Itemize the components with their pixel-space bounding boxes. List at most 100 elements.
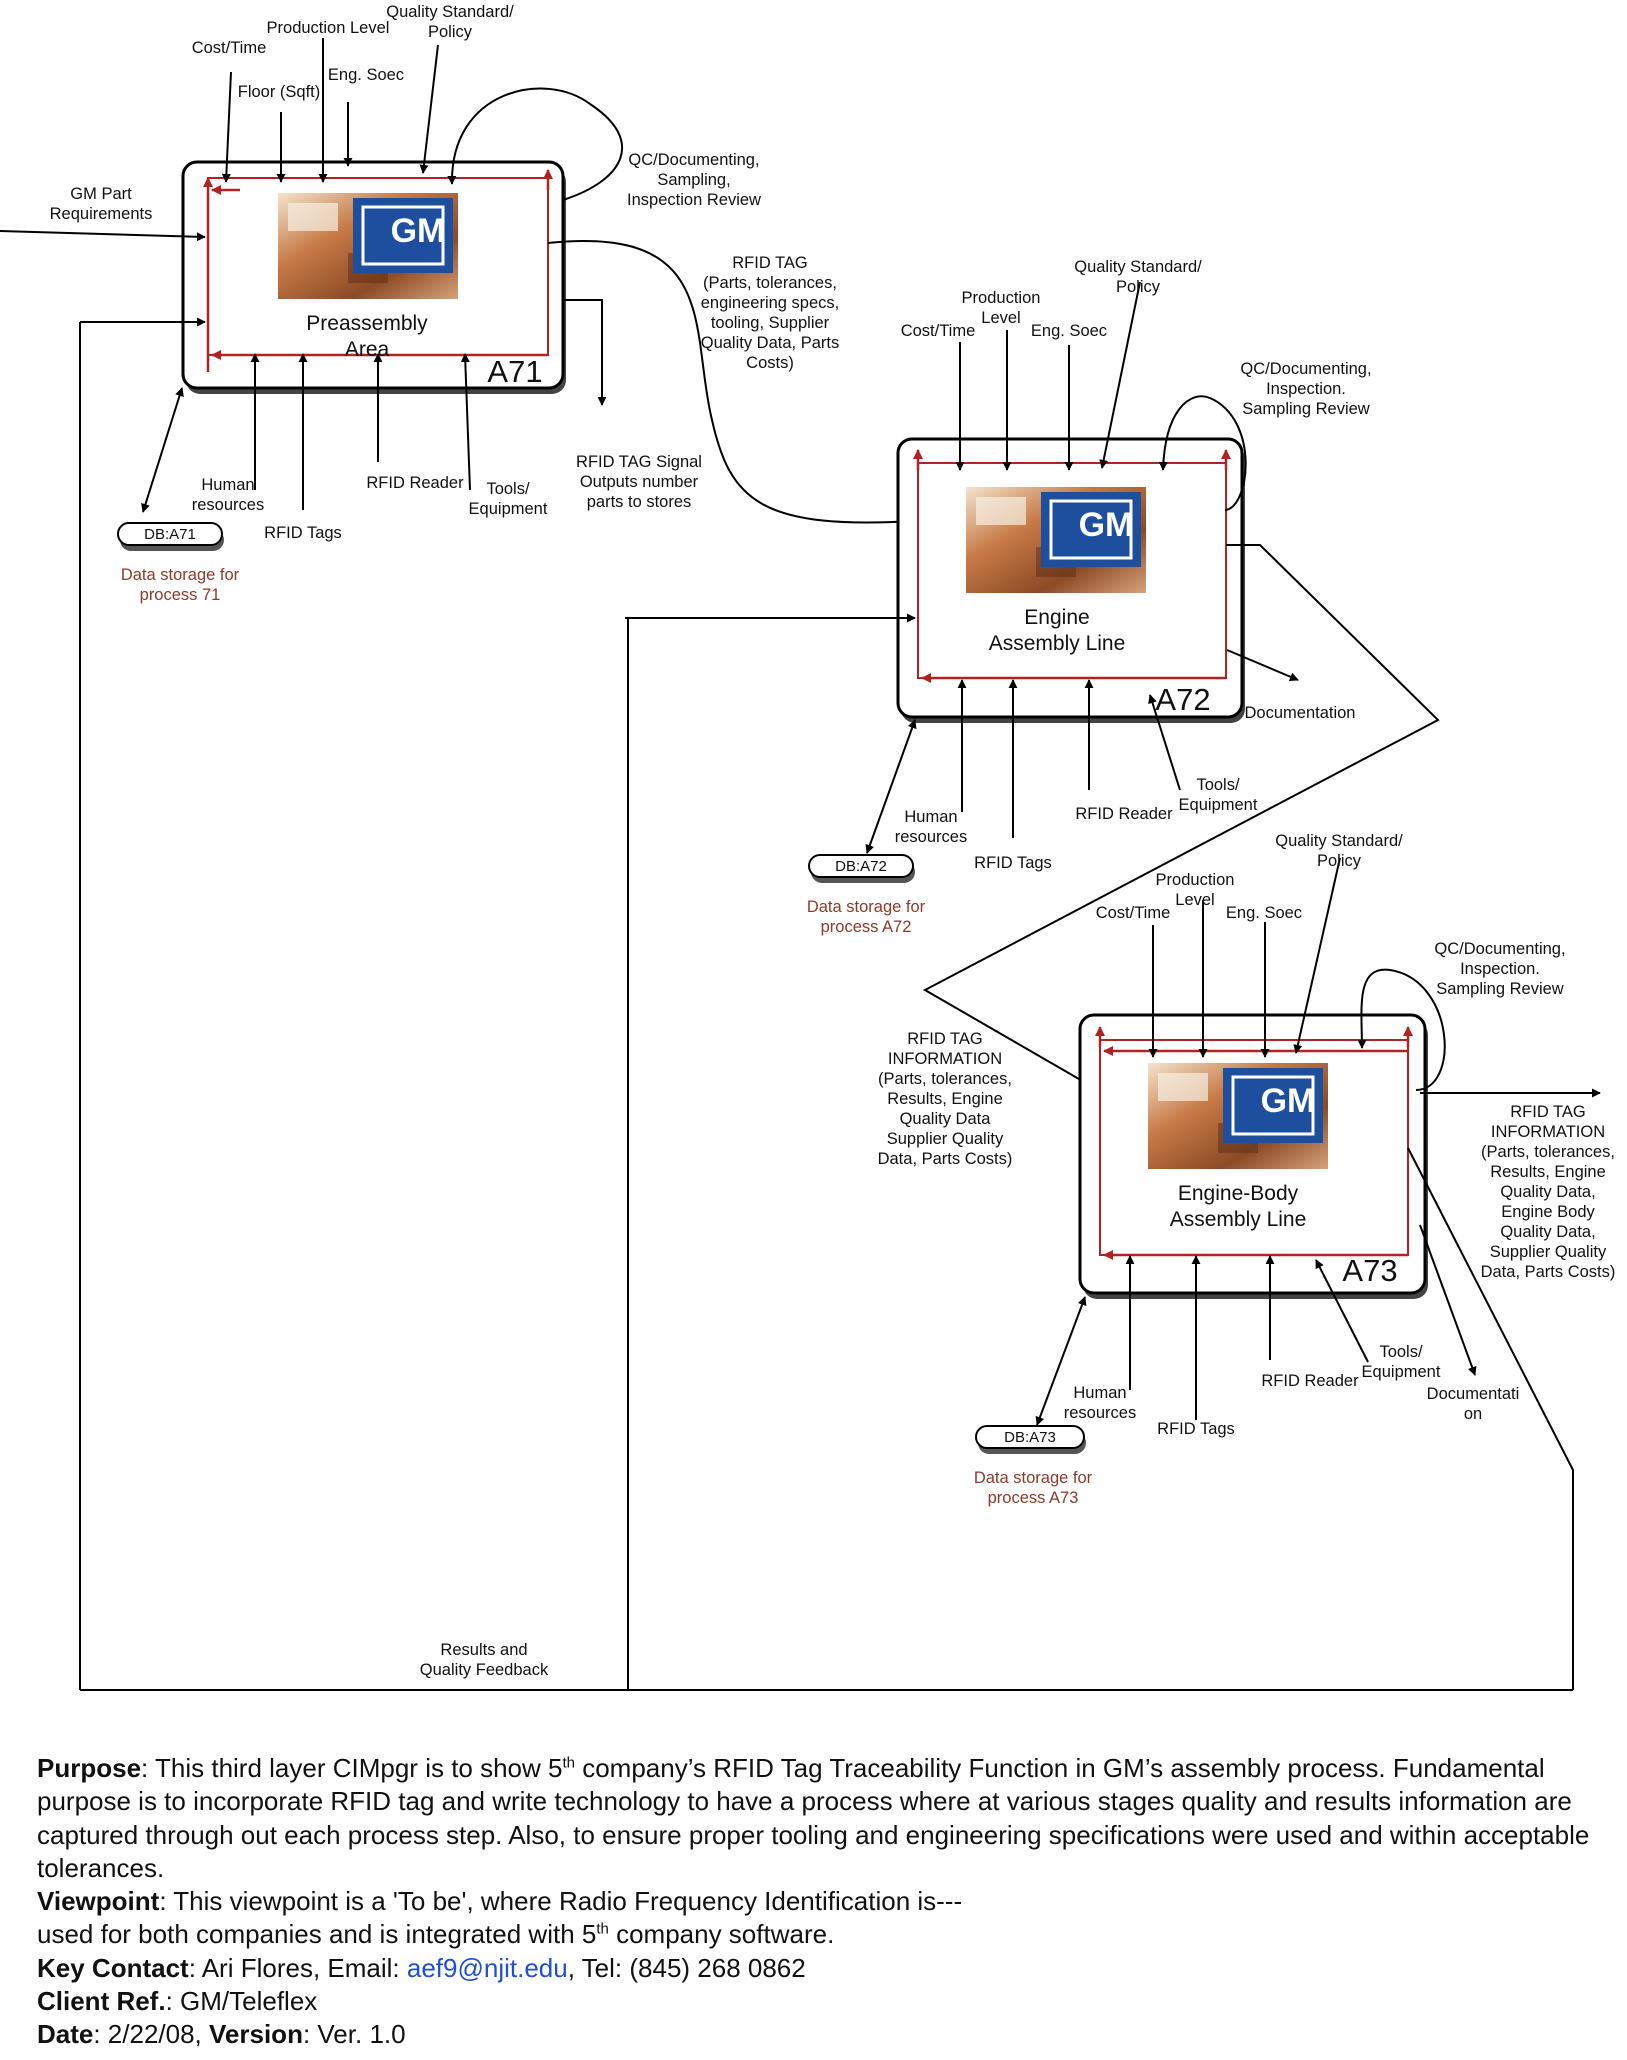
purpose-label: Purpose bbox=[37, 1753, 142, 1783]
datastore-a73-caption: Data storage for bbox=[974, 1469, 1093, 1487]
svg-text:Engine Body: Engine Body bbox=[1501, 1203, 1595, 1221]
svg-text:Inspection Review: Inspection Review bbox=[627, 191, 761, 209]
svg-text:resources: resources bbox=[895, 828, 967, 846]
svg-text:(Parts, tolerances,: (Parts, tolerances, bbox=[878, 1070, 1012, 1088]
datastore-a72-caption: Data storage for bbox=[807, 898, 926, 916]
viewpoint-label: Viewpoint bbox=[37, 1886, 160, 1917]
datastore-a72-label: DB:A72 bbox=[835, 858, 887, 875]
a71-arrows bbox=[0, 38, 1573, 1691]
svg-text:resources: resources bbox=[1064, 1404, 1136, 1422]
gm-logo-a71: GM bbox=[391, 212, 446, 250]
svg-text:Policy: Policy bbox=[1116, 278, 1161, 296]
label-a71-rfid-reader: RFID Reader bbox=[366, 474, 464, 492]
client-ref-label: Client Ref. bbox=[37, 1986, 166, 2017]
datastore-a71-caption: Data storage for bbox=[121, 566, 240, 584]
datastore-a71: DB:A71 bbox=[117, 522, 224, 551]
svg-text:parts to stores: parts to stores bbox=[587, 493, 692, 511]
svg-text:Equipment: Equipment bbox=[469, 500, 548, 518]
label-a72-eng-spec: Eng. Soec bbox=[1031, 322, 1107, 340]
label-a72-tools: Tools/ bbox=[1196, 776, 1240, 794]
label-a71-eng-spec: Eng. Soec bbox=[328, 66, 404, 84]
svg-text:Policy: Policy bbox=[428, 23, 473, 41]
svg-text:(Parts, tolerances,: (Parts, tolerances, bbox=[1481, 1143, 1615, 1161]
label-results-feedback: Results and bbox=[440, 1641, 527, 1659]
label-a72-documentation: Documentation bbox=[1245, 704, 1356, 722]
svg-text:process A73: process A73 bbox=[988, 1489, 1079, 1507]
label-a72-cost-time: Cost/Time bbox=[901, 322, 976, 340]
label-a73-human-resources: Human bbox=[1073, 1384, 1126, 1402]
label-a72-rfid-reader: RFID Reader bbox=[1075, 805, 1173, 823]
datastore-a72: DB:A72 bbox=[808, 854, 915, 883]
box-title-a72: Engine bbox=[1024, 606, 1089, 629]
label-a71-rfid-signal: RFID TAG Signal bbox=[576, 453, 702, 471]
svg-text:Quality Data: Quality Data bbox=[900, 1110, 992, 1128]
svg-text:Quality Data,: Quality Data, bbox=[1500, 1223, 1595, 1241]
a73-arrows bbox=[1035, 857, 1601, 1690]
label-a72-quality-standard: Quality Standard/ bbox=[1074, 258, 1202, 276]
label-a71-rfid-tags: RFID Tags bbox=[264, 524, 342, 542]
process-box-a71: GM Preassembly Area A71 bbox=[181, 160, 566, 394]
label-a72-production-level: Production bbox=[962, 289, 1041, 307]
svg-text:process A72: process A72 bbox=[821, 918, 912, 936]
svg-text:Data, Parts Costs): Data, Parts Costs) bbox=[878, 1150, 1013, 1168]
svg-text:Results, Engine: Results, Engine bbox=[1490, 1163, 1606, 1181]
box-id-a73: A73 bbox=[1342, 1253, 1397, 1288]
svg-text:Quality Feedback: Quality Feedback bbox=[420, 1661, 549, 1679]
label-a73-tools: Tools/ bbox=[1379, 1343, 1423, 1361]
date-label: Date bbox=[37, 2019, 94, 2050]
cim-diagram: GM Preassembly Area A71 Cost/Time Produc… bbox=[0, 3, 1616, 1691]
svg-text:Policy: Policy bbox=[1317, 852, 1362, 870]
label-a73-production-level: Production bbox=[1156, 871, 1235, 889]
svg-text:Quality Data, Parts: Quality Data, Parts bbox=[701, 334, 839, 352]
description-notes: Purpose: This third layer CIMpgr is to s… bbox=[37, 1752, 1597, 2052]
label-a73-rfid-reader: RFID Reader bbox=[1261, 1372, 1359, 1390]
svg-text:engineering specs,: engineering specs, bbox=[701, 294, 840, 312]
box-title-a71: Preassembly bbox=[306, 312, 428, 335]
svg-text:Equipment: Equipment bbox=[1362, 1363, 1441, 1381]
svg-text:Level: Level bbox=[1175, 891, 1214, 909]
svg-text:Inspection.: Inspection. bbox=[1460, 960, 1540, 978]
label-gm-part-requirements: GM Part bbox=[70, 185, 132, 203]
label-a73-rfid-out: RFID TAG bbox=[1510, 1103, 1585, 1121]
label-a72-qc: QC/Documenting, bbox=[1240, 360, 1371, 378]
key-contact: Key Contact: Ari Flores, Email: aef9@nji… bbox=[37, 1952, 806, 1983]
svg-text:Sampling,: Sampling, bbox=[657, 171, 730, 189]
key-contact-label: Key Contact bbox=[37, 1952, 189, 1983]
gm-logo-a72: GM bbox=[1079, 506, 1134, 544]
svg-text:Inspection.: Inspection. bbox=[1266, 380, 1346, 398]
svg-text:Costs): Costs) bbox=[746, 354, 794, 372]
label-a71-human-resources: Human bbox=[201, 476, 254, 494]
label-a72-rfid-tags: RFID Tags bbox=[974, 854, 1052, 872]
svg-text:Quality Data,: Quality Data, bbox=[1500, 1183, 1595, 1201]
label-a73-documentation: Documentati bbox=[1427, 1385, 1520, 1403]
label-a71-floor: Floor (Sqft) bbox=[238, 83, 321, 101]
svg-text:Sampling Review: Sampling Review bbox=[1436, 980, 1564, 998]
svg-text:process 71: process 71 bbox=[140, 586, 221, 604]
svg-text:Supplier Quality: Supplier Quality bbox=[887, 1130, 1004, 1148]
datastore-a73-label: DB:A73 bbox=[1004, 1429, 1056, 1446]
box-title-a73-line2: Assembly Line bbox=[1170, 1208, 1307, 1231]
gm-logo-a73: GM bbox=[1261, 1082, 1316, 1120]
svg-text:on: on bbox=[1464, 1405, 1482, 1423]
svg-text:(Parts, tolerances,: (Parts, tolerances, bbox=[703, 274, 837, 292]
label-a71-cost-time: Cost/Time bbox=[192, 39, 267, 57]
label-a73-cost-time: Cost/Time bbox=[1096, 904, 1171, 922]
process-box-a72: GM Engine Assembly Line A72 bbox=[896, 437, 1245, 723]
label-a71-qc: QC/Documenting, bbox=[628, 151, 759, 169]
label-a73-qc: QC/Documenting, bbox=[1434, 940, 1565, 958]
viewpoint-paragraph: Viewpoint: This viewpoint is a 'To be', … bbox=[37, 1886, 963, 1917]
svg-text:Data, Parts Costs): Data, Parts Costs) bbox=[1481, 1263, 1616, 1281]
label-a71-quality-standard: Quality Standard/ bbox=[386, 3, 514, 21]
svg-text:INFORMATION: INFORMATION bbox=[888, 1050, 1002, 1068]
svg-text:INFORMATION: INFORMATION bbox=[1491, 1123, 1605, 1141]
label-a73-rfid-tags: RFID Tags bbox=[1157, 1420, 1235, 1438]
datastore-a73: DB:A73 bbox=[975, 1425, 1086, 1454]
datastore-a71-label: DB:A71 bbox=[144, 526, 196, 543]
label-a73-quality-standard: Quality Standard/ bbox=[1275, 832, 1403, 850]
box-title-a73: Engine-Body bbox=[1178, 1182, 1299, 1205]
client-ref: Client Ref.: GM/Teleflex bbox=[37, 1986, 318, 2017]
box-title-a72-line2: Assembly Line bbox=[989, 632, 1126, 655]
svg-text:Outputs number: Outputs number bbox=[580, 473, 699, 491]
svg-text:Level: Level bbox=[981, 309, 1020, 327]
email-link[interactable]: aef9@njit.edu bbox=[406, 1952, 568, 1983]
